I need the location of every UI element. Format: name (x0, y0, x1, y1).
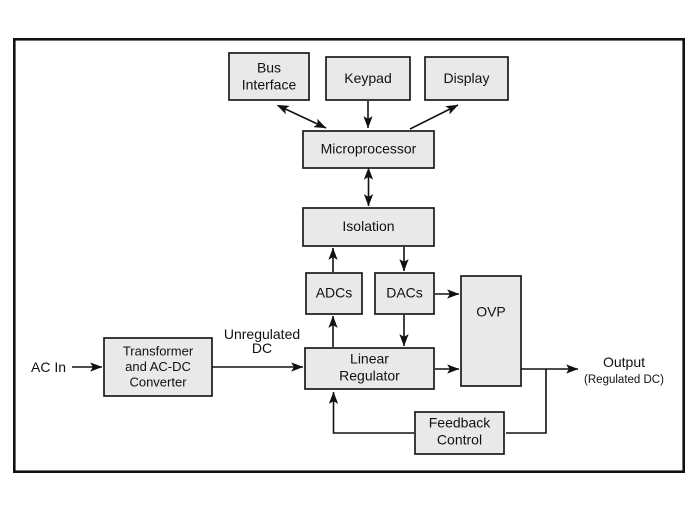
block-feedback-control-label-line1: Feedback (429, 415, 491, 431)
block-linear-regulator[interactable]: Linear Regulator (304, 347, 435, 390)
block-bus-interface-label-line1: Bus (257, 60, 281, 76)
block-linear-regulator-label-line2: Regulator (339, 368, 400, 384)
block-dacs[interactable]: DACs (374, 272, 435, 315)
block-isolation-label: Isolation (342, 218, 394, 234)
annotation-unregulated-dc-line2: DC (252, 340, 272, 356)
block-display-label: Display (444, 70, 490, 86)
connector-bus-interface-microprocessor (276, 104, 327, 129)
block-transformer-label-line3: Converter (129, 374, 187, 389)
block-display[interactable]: Display (424, 56, 509, 101)
connector-microprocessor-display (409, 104, 459, 130)
block-isolation[interactable]: Isolation (302, 207, 435, 247)
block-feedback-control-label-line2: Control (437, 432, 482, 448)
diagram-frame (13, 37, 686, 473)
annotation-output-line2: (Regulated DC) (584, 374, 664, 386)
block-keypad[interactable]: Keypad (325, 56, 411, 101)
block-ovp[interactable]: OVP (460, 275, 522, 387)
annotation-output-line1: Output (603, 354, 645, 370)
block-microprocessor[interactable]: Microprocessor (302, 130, 435, 169)
connector-output-feedback-control (506, 369, 547, 434)
block-keypad-label: Keypad (344, 70, 391, 86)
block-feedback-control[interactable]: Feedback Control (414, 411, 505, 455)
block-ovp-label: OVP (476, 304, 506, 320)
annotation-ac-in: AC In (31, 359, 66, 375)
block-adcs-label: ADCs (316, 285, 353, 301)
block-transformer-label-line1: Transformer (123, 343, 194, 358)
block-transformer-label-line2: and AC-DC (125, 359, 191, 374)
block-bus-interface[interactable]: Bus Interface (228, 52, 310, 101)
block-dacs-label: DACs (386, 285, 423, 301)
annotation-unregulated-dc-line1: Unregulated (224, 326, 300, 342)
block-linear-regulator-label-line1: Linear (350, 351, 389, 367)
block-adcs[interactable]: ADCs (305, 272, 363, 315)
connector-feedback-linear-regulator (328, 391, 414, 434)
block-bus-interface-label-line2: Interface (242, 77, 297, 93)
block-transformer[interactable]: Transformer and AC-DC Converter (103, 337, 213, 397)
block-microprocessor-label: Microprocessor (321, 141, 417, 157)
